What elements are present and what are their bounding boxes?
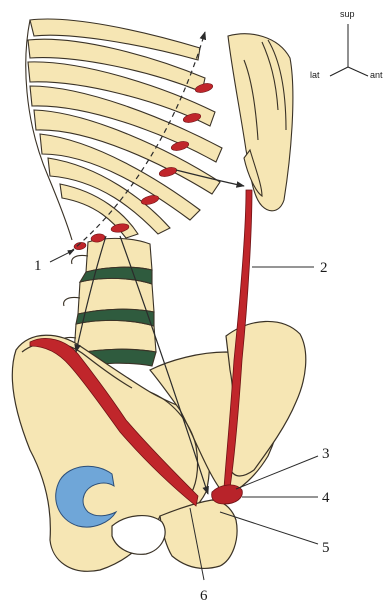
label-6: 6 <box>200 588 208 604</box>
attachment-spot-3 <box>170 140 189 152</box>
orientation-compass: sup lat ant <box>310 9 383 80</box>
attachment-spot-5 <box>140 194 159 206</box>
attachment-spot-4 <box>158 166 177 178</box>
compass-ant-label: ant <box>370 70 383 80</box>
rib-cage <box>26 19 222 240</box>
label-3: 3 <box>322 446 330 462</box>
pelvis <box>12 321 306 571</box>
compass-lat-axis <box>330 67 348 76</box>
compass-sup-label: sup <box>340 9 355 19</box>
compass-lat-label: lat <box>310 70 320 80</box>
pyramidalis-insertion <box>212 485 243 504</box>
label-4: 4 <box>322 490 330 506</box>
label-1: 1 <box>34 258 42 274</box>
compass-ant-axis <box>348 67 368 76</box>
label-2: 2 <box>320 260 328 276</box>
label-5: 5 <box>322 540 330 556</box>
leader-1 <box>50 250 74 262</box>
